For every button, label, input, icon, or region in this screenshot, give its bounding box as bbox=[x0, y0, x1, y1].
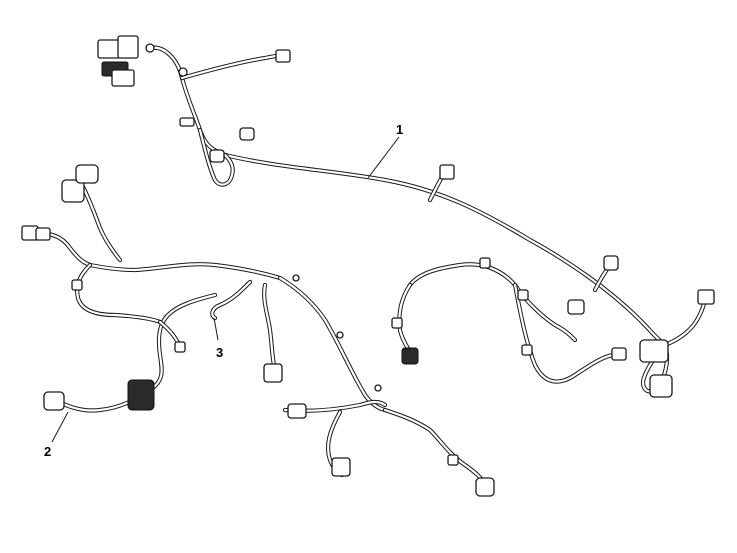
harness-right-branch bbox=[391, 257, 627, 384]
callout-label-2: 2 bbox=[44, 444, 51, 459]
callout-1: 1 bbox=[367, 122, 403, 179]
callout-2: 2 bbox=[44, 411, 69, 459]
callout-label-3: 3 bbox=[216, 345, 223, 360]
harness-2 bbox=[21, 164, 283, 413]
callout-3: 3 bbox=[213, 317, 223, 360]
leader-line-1 bbox=[367, 136, 400, 179]
harness-3 bbox=[210, 274, 495, 497]
leader-line-3 bbox=[213, 317, 219, 341]
harness-1 bbox=[97, 35, 715, 398]
leader-line-2 bbox=[51, 411, 69, 443]
callout-label-1: 1 bbox=[396, 122, 403, 137]
